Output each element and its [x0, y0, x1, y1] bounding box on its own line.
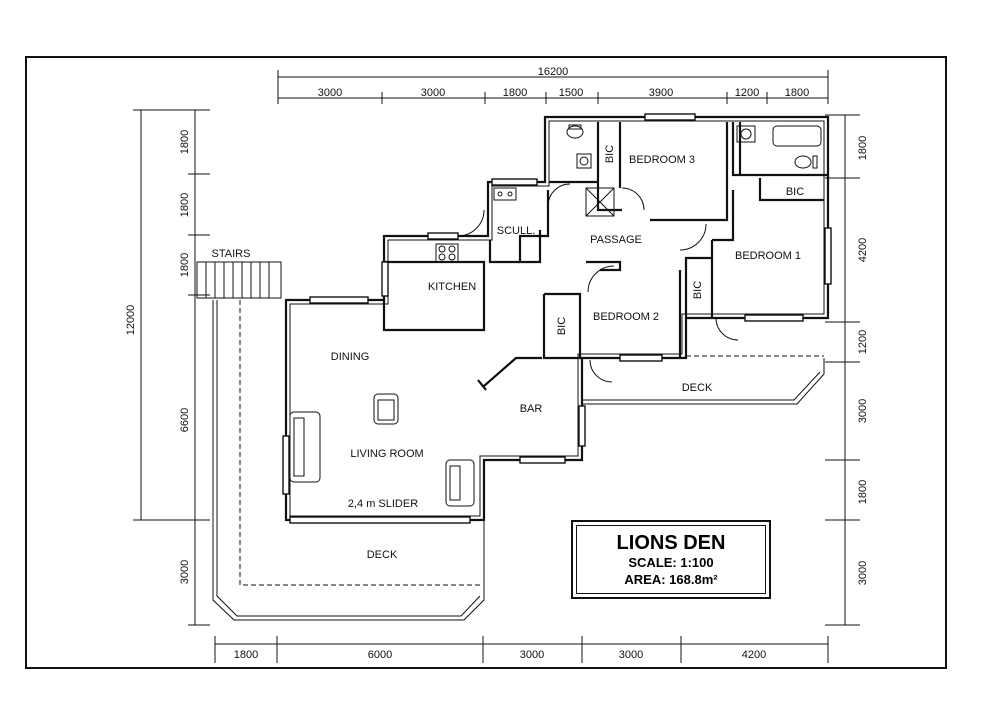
dim-top-total: 16200: [538, 66, 569, 78]
stairs-icon: [196, 261, 282, 299]
plan-scale: SCALE: 1:100: [628, 555, 714, 570]
label-bic-bedroom2: BIC: [556, 317, 568, 335]
dim-left-2: 1800: [179, 193, 191, 217]
sofa-icon: [289, 411, 321, 483]
plan-area: AREA: 168.8m²: [624, 572, 718, 587]
dim-left-1: 1800: [179, 130, 191, 154]
label-bic-bedroom1-top: BIC: [786, 186, 804, 198]
dim-left-3: 1800: [179, 253, 191, 277]
armchair-icon: [373, 393, 399, 425]
dim-top-2: 3000: [421, 87, 445, 99]
dim-top-7: 1800: [785, 87, 809, 99]
dim-bottom-4: 3000: [619, 649, 643, 661]
shower-icon: [585, 187, 615, 217]
dim-left-5: 3000: [179, 560, 191, 584]
room-label-bar: BAR: [520, 403, 543, 415]
top-dimension-line: [277, 70, 829, 104]
fixtures: [289, 124, 822, 507]
label-bic-bedroom1-side: BIC: [692, 281, 704, 299]
room-label-bedroom3: BEDROOM 3: [629, 154, 695, 166]
basin-icon: [576, 153, 592, 169]
dim-right-4: 3000: [857, 399, 869, 423]
dim-bottom-1: 1800: [234, 649, 258, 661]
label-bic-bedroom3: BIC: [604, 145, 616, 163]
dim-top-5: 3900: [649, 87, 673, 99]
label-slider: 2,4 m SLIDER: [348, 498, 418, 510]
dim-bottom-3: 3000: [520, 649, 544, 661]
left-dimension-line: [133, 109, 210, 626]
right-dimension-line: [825, 114, 860, 626]
dim-top-1: 3000: [318, 87, 342, 99]
toilet-icon: [794, 155, 812, 169]
dim-right-3: 1200: [857, 330, 869, 354]
room-label-bedroom2: BEDROOM 2: [593, 311, 659, 323]
interior-walls: [382, 122, 828, 391]
room-label-bedroom1: BEDROOM 1: [735, 250, 801, 262]
title-block: LIONS DEN SCALE: 1:100 AREA: 168.8m²: [571, 520, 771, 599]
bottom-dimension-line: [214, 636, 829, 663]
room-label-kitchen: KITCHEN: [428, 281, 476, 293]
deck-outline: [212, 300, 825, 621]
door-swings: [457, 183, 739, 383]
plan-title: LIONS DEN: [616, 532, 726, 554]
dim-left-4: 6600: [179, 408, 191, 432]
drawing-border: [25, 56, 947, 669]
stove-icon: [435, 243, 459, 263]
dim-bottom-5: 4200: [742, 649, 766, 661]
room-label-dining: DINING: [331, 351, 370, 363]
bath-icon: [772, 125, 822, 147]
label-stairs: STAIRS: [212, 248, 251, 260]
dim-top-3: 1800: [503, 87, 527, 99]
toilet-icon: [566, 125, 584, 139]
dim-top-4: 1500: [559, 87, 583, 99]
windows: [282, 113, 832, 524]
sofa-icon: [445, 459, 475, 507]
room-label-living: LIVING ROOM: [350, 448, 423, 460]
sink-icon: [493, 187, 517, 201]
room-label-deck-right: DECK: [682, 382, 713, 394]
basin-icon: [736, 125, 756, 143]
room-label-deck-bottom: DECK: [367, 549, 398, 561]
room-label-passage: PASSAGE: [590, 234, 642, 246]
dim-right-6: 3000: [857, 561, 869, 585]
dim-left-total: 12000: [125, 305, 137, 336]
dim-right-1: 1800: [857, 136, 869, 160]
dim-bottom-2: 6000: [368, 649, 392, 661]
room-label-scullery: SCULL.: [497, 225, 536, 237]
dim-right-5: 1800: [857, 480, 869, 504]
dim-right-2: 4200: [857, 238, 869, 262]
dim-top-6: 1200: [735, 87, 759, 99]
